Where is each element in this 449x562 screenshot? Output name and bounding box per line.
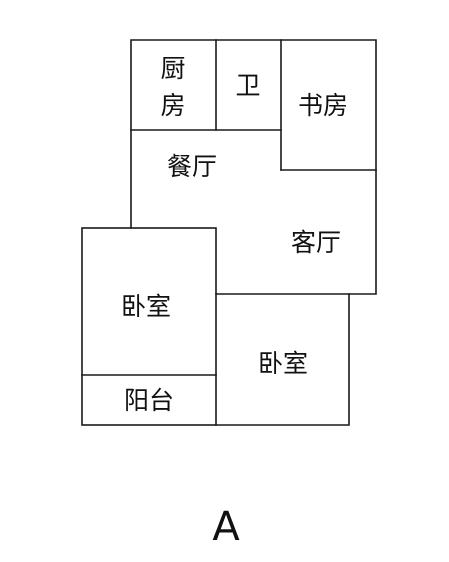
- room-label-bedroom-left: 卧室: [121, 292, 171, 321]
- room-label-study: 书房: [298, 91, 348, 120]
- left-bedroom-block: [81, 227, 217, 426]
- room-label-living: 客厅: [291, 228, 341, 257]
- room-label-balcony: 阳台: [124, 386, 174, 415]
- plan-letter: A: [212, 504, 240, 550]
- room-label-kitchen-line2: 房: [160, 91, 185, 120]
- room-label-bedroom-right: 卧室: [258, 349, 308, 378]
- room-label-dining: 餐厅: [167, 152, 217, 181]
- right-bedroom-walls: [215, 293, 350, 426]
- upper-block-outline: [130, 39, 377, 295]
- room-label-kitchen-line1: 厨: [160, 54, 185, 83]
- room-label-bathroom: 卫: [235, 71, 260, 100]
